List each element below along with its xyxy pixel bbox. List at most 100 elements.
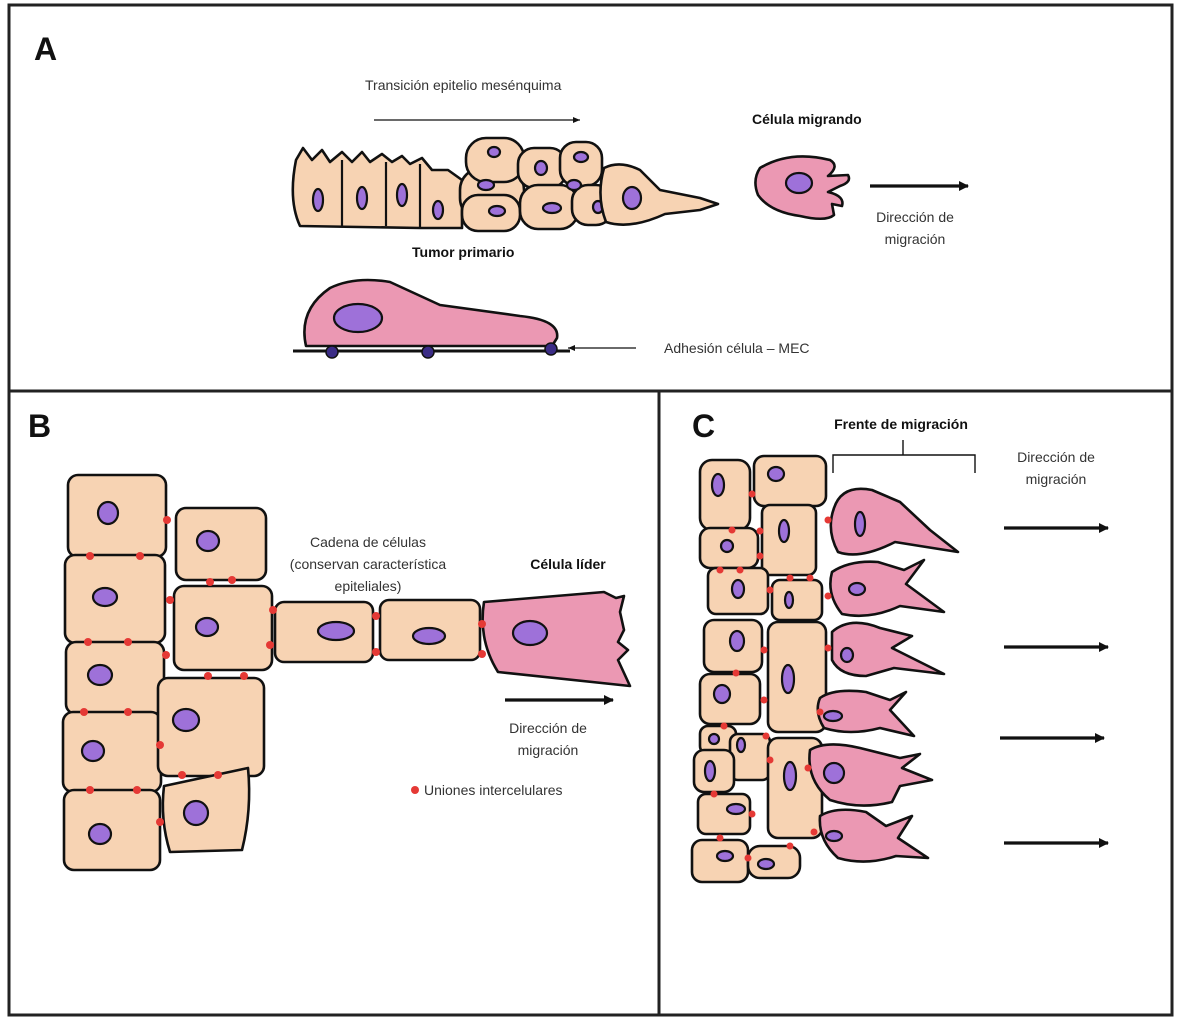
- nucleus: [768, 467, 784, 481]
- junction-dot: [749, 811, 756, 818]
- nucleus: [82, 741, 104, 761]
- junction-dot: [156, 818, 164, 826]
- nucleus: [574, 152, 588, 162]
- nucleus: [357, 187, 367, 209]
- nucleus: [732, 580, 744, 598]
- direction-label-line2: migración: [518, 742, 579, 758]
- nucleus: [730, 631, 744, 651]
- nucleus: [478, 180, 494, 190]
- cluster-cell: [560, 142, 602, 186]
- chain-label-line3: epiteliales): [335, 578, 402, 594]
- panel-a: A Transición epitelio mesénquima: [34, 31, 968, 358]
- nucleus: [98, 502, 118, 524]
- direction-label-line1: Dirección de: [509, 720, 587, 736]
- nucleus: [782, 665, 794, 693]
- junction-dot: [178, 771, 186, 779]
- junction-dot: [86, 786, 94, 794]
- junction-dot: [240, 672, 248, 680]
- nucleus: [397, 184, 407, 206]
- junction-dot: [737, 567, 744, 574]
- junction-dot: [745, 855, 752, 862]
- nucleus: [413, 628, 445, 644]
- junction-dot: [124, 708, 132, 716]
- nucleus: [93, 588, 117, 606]
- migrating-cell: [830, 560, 944, 616]
- epithelial-cell: [64, 790, 160, 870]
- nucleus: [173, 709, 199, 731]
- junction-dot: [478, 650, 486, 658]
- nucleus: [712, 474, 724, 496]
- nucleus: [826, 831, 842, 841]
- junction-dot: [266, 641, 274, 649]
- nucleus: [705, 761, 715, 781]
- nucleus: [535, 161, 547, 175]
- epithelial-cell: [730, 734, 770, 780]
- nucleus: [784, 762, 796, 790]
- epithelial-block: [63, 475, 272, 870]
- elongating-cell: [600, 164, 718, 224]
- nucleus: [513, 621, 547, 645]
- junction-dot: [763, 733, 770, 740]
- epithelial-cell: [772, 580, 822, 620]
- nucleus: [543, 203, 561, 213]
- nucleus: [824, 711, 842, 721]
- epithelial-cell: [698, 794, 750, 834]
- nucleus: [89, 824, 111, 844]
- junction-dot: [811, 829, 818, 836]
- nucleus: [714, 685, 730, 703]
- emt-label: Transición epitelio mesénquima: [365, 77, 562, 93]
- junction-dot: [749, 491, 756, 498]
- front-label: Frente de migración: [834, 416, 968, 432]
- leader-label: Célula líder: [530, 556, 606, 572]
- primary-tumor-sheet: [293, 138, 718, 231]
- junction-dot: [166, 596, 174, 604]
- chain-label-line2: (conservan característica: [290, 556, 447, 572]
- junction-dot: [269, 606, 277, 614]
- junction-dot: [162, 651, 170, 659]
- junction-dot: [721, 723, 728, 730]
- epithelial-cell: [176, 508, 266, 580]
- nucleus: [717, 851, 733, 861]
- front-bracket: [833, 440, 975, 473]
- nucleus: [758, 859, 774, 869]
- nucleus: [184, 801, 208, 825]
- chain-label-line1: Cadena de células: [310, 534, 426, 550]
- junction-dot: [80, 708, 88, 716]
- nucleus: [785, 592, 793, 608]
- epithelial-columns-c: [692, 456, 826, 882]
- panel-b-letter: B: [28, 408, 51, 444]
- junction-dot: [805, 765, 812, 772]
- nucleus: [88, 665, 112, 685]
- junction-dot: [204, 672, 212, 680]
- epithelial-cell: [63, 712, 161, 792]
- epithelial-cell: [700, 460, 750, 530]
- junction-dot: [124, 638, 132, 646]
- junction-dot: [807, 575, 814, 582]
- junction-dot: [757, 528, 764, 535]
- junctions-legend-label: Uniones intercelulares: [424, 782, 563, 798]
- junction-dot: [372, 648, 380, 656]
- panel-b: B: [28, 408, 630, 870]
- epithelial-cell: [762, 505, 816, 575]
- nucleus: [841, 648, 853, 662]
- direction-label-line1: Dirección de: [1017, 449, 1095, 465]
- junction-dot: [767, 757, 774, 764]
- nucleus: [567, 180, 581, 190]
- cluster-cell: [466, 138, 524, 182]
- junction-dot: [86, 552, 94, 560]
- junction-dot: [817, 709, 824, 716]
- nucleus: [849, 583, 865, 595]
- nucleus: [824, 763, 844, 783]
- junction-dot: [825, 517, 832, 524]
- nucleus: [786, 173, 812, 193]
- junction-dot: [787, 575, 794, 582]
- direction-label-line1: Dirección de: [876, 209, 954, 225]
- migrating-cell-label: Célula migrando: [752, 111, 862, 127]
- panel-a-letter: A: [34, 31, 57, 67]
- nucleus: [779, 520, 789, 542]
- junction-legend-dot: [411, 786, 419, 794]
- junction-dot: [717, 567, 724, 574]
- junction-dot: [729, 527, 736, 534]
- nucleus: [313, 189, 323, 211]
